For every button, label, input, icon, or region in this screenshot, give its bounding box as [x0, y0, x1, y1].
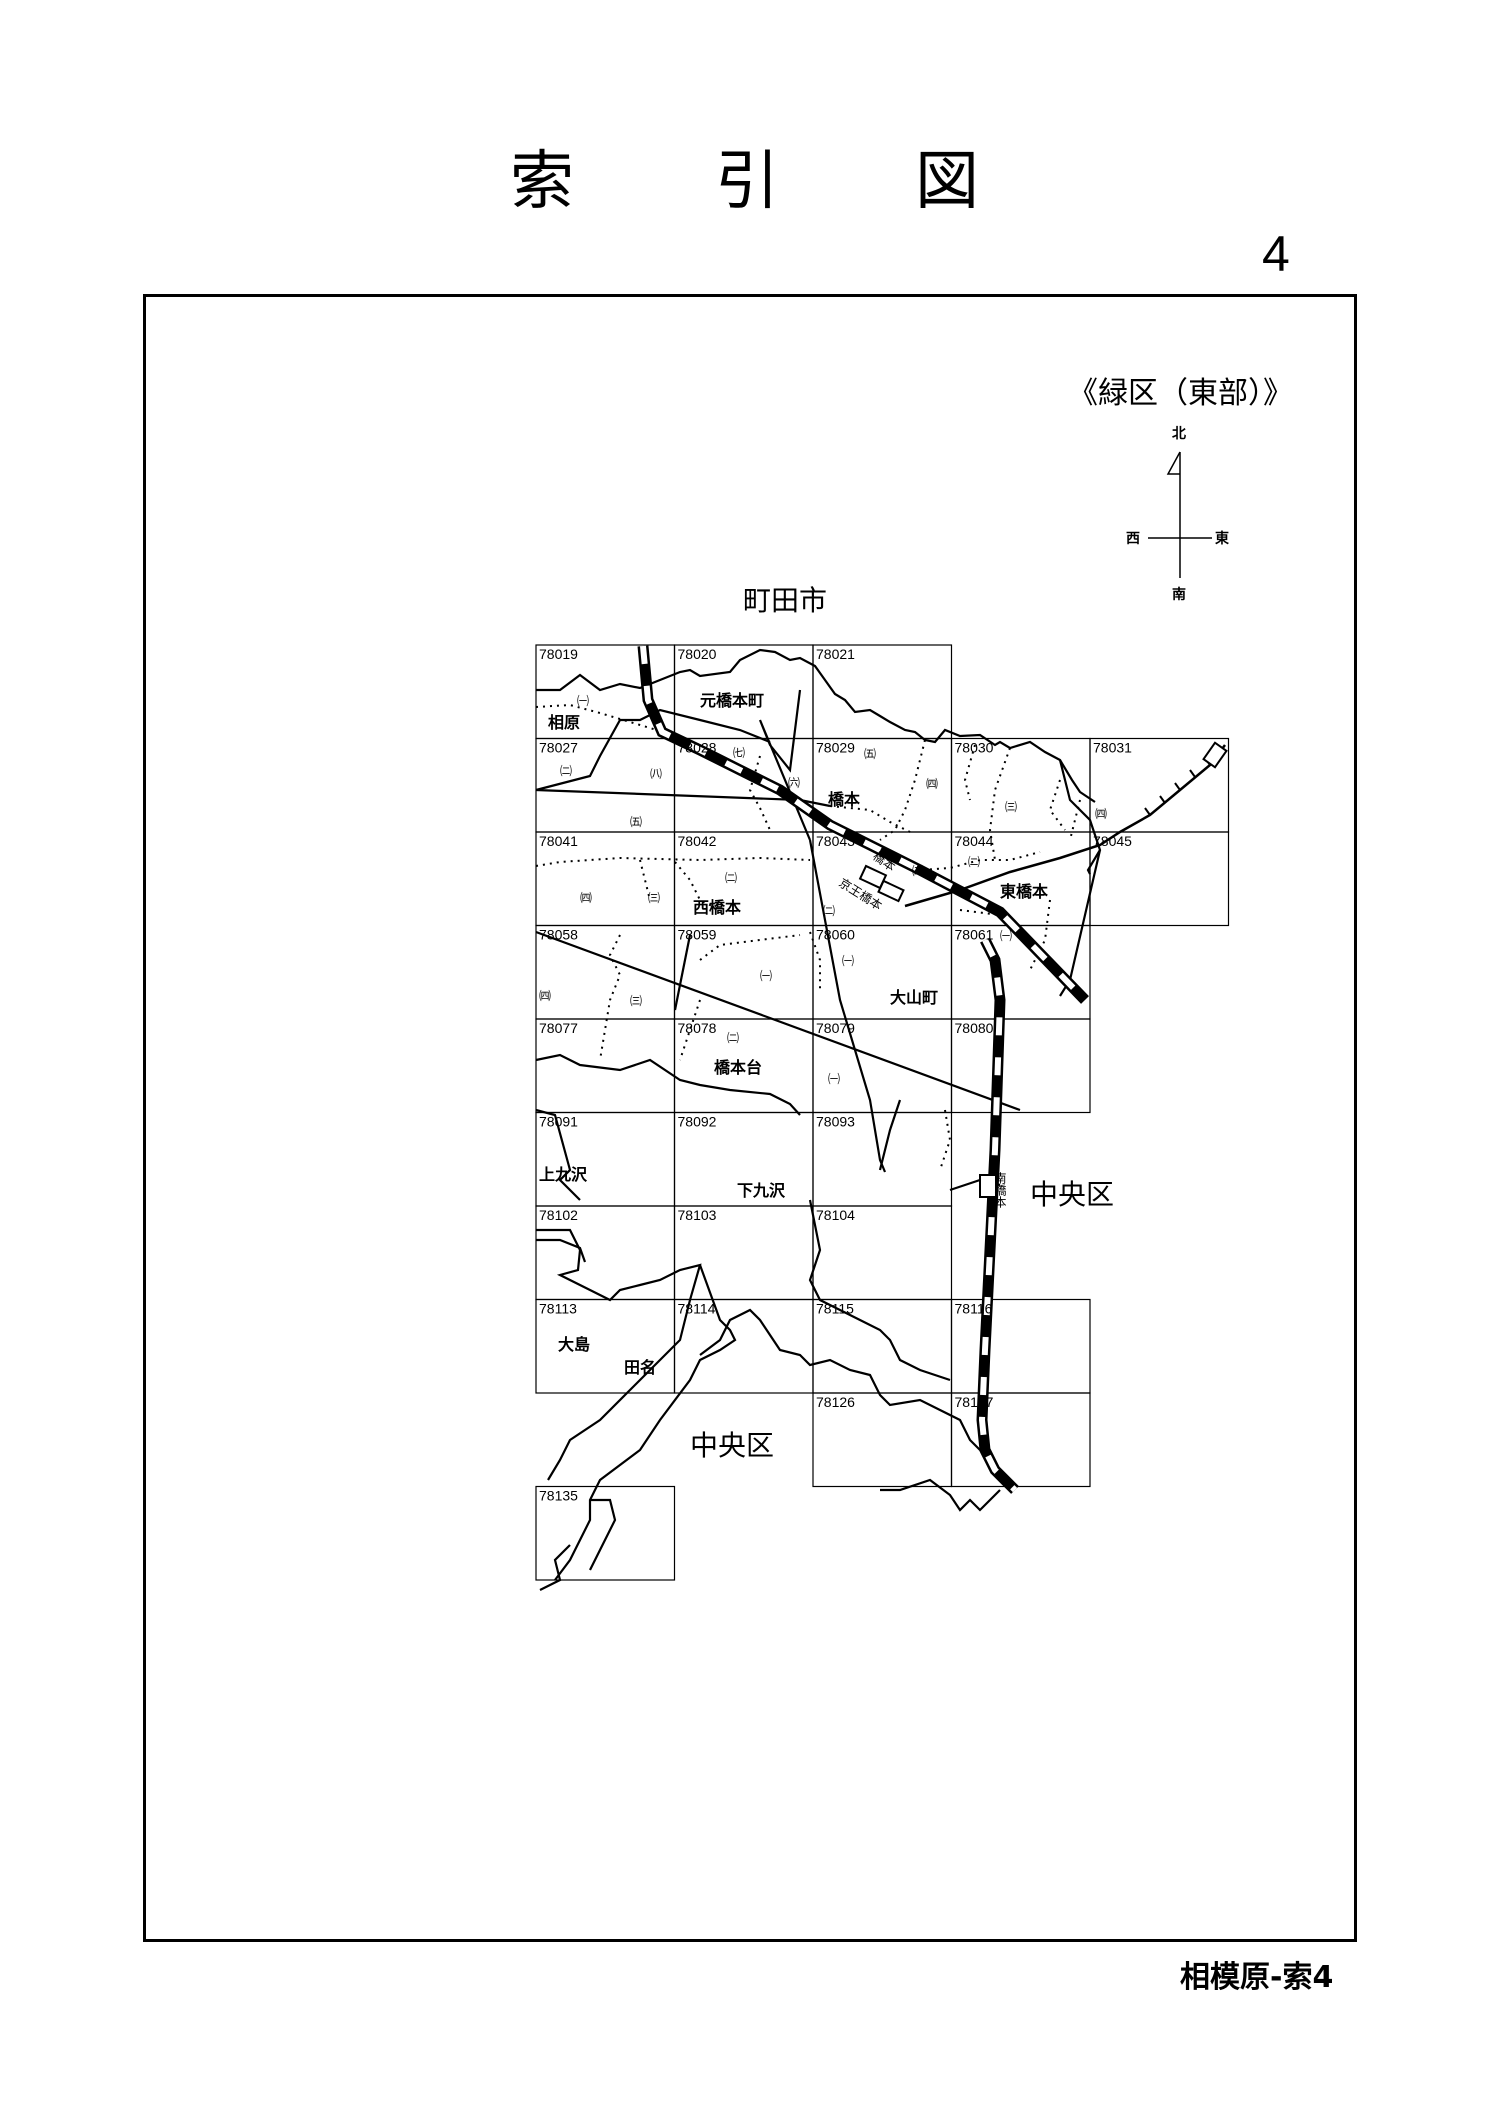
cell-code: 78127	[955, 1394, 994, 1410]
grid-cells	[535, 644, 1230, 1581]
railway-jr	[637, 645, 1089, 1494]
cell-code: 78080	[955, 1020, 994, 1036]
compass-east: 東	[1215, 530, 1229, 547]
cell-code: 78045	[1093, 833, 1132, 849]
grid-cell[interactable]	[535, 1485, 676, 1581]
cell-code: 78115	[816, 1301, 854, 1317]
cell-code: 78113	[539, 1301, 577, 1317]
chome-label: ㈣	[539, 989, 551, 1003]
cell-code: 78060	[816, 927, 855, 943]
cell-code: 78135	[539, 1488, 578, 1504]
label-higashihashimoto: 東橋本	[1000, 882, 1048, 901]
map-frame	[143, 294, 1357, 1942]
cell-code: 78030	[955, 740, 994, 756]
compass-west: 西	[1126, 531, 1140, 547]
cell-code: 78126	[816, 1394, 855, 1410]
railway-keio	[904, 744, 1226, 908]
chome-label: ㈡	[968, 855, 980, 869]
grid-cell[interactable]	[950, 1392, 1091, 1488]
chome-label: ㈦	[733, 746, 745, 760]
cell-code: 78061	[955, 927, 994, 943]
chome-label: ㈠	[828, 1072, 840, 1086]
chome-label: ㈠	[1000, 929, 1012, 943]
label-sagamihara: 相原	[548, 713, 580, 732]
chome-label: ㈣	[1095, 807, 1107, 821]
chome-label: ㈠	[760, 969, 772, 983]
chome-label: ㈡	[725, 871, 737, 885]
chome-label: ㈢	[648, 891, 660, 905]
cell-code: 78116	[955, 1301, 993, 1317]
label-chuo-east: 中央区	[1030, 1178, 1114, 1211]
cell-code: 78114	[678, 1301, 716, 1317]
cell-code: 78029	[816, 740, 855, 756]
cell-code: 78091	[539, 1114, 578, 1130]
compass-south: 南	[1172, 586, 1186, 603]
cell-code: 78092	[678, 1114, 717, 1130]
page-number: 4	[1262, 226, 1290, 282]
label-oshima: 大島	[558, 1335, 590, 1354]
cell-code: 78019	[539, 646, 578, 662]
chome-label: ㈧	[650, 767, 662, 781]
chome-label: ㈤	[864, 747, 876, 761]
label-kamikuzawa: 上九沢	[539, 1165, 588, 1184]
chome-label: ㈢	[630, 994, 642, 1008]
cell-code: 78078	[678, 1020, 717, 1036]
cell-code: 78027	[539, 740, 578, 756]
cell-code: 78077	[539, 1020, 578, 1036]
label-hashimotodai: 橋本台	[714, 1058, 762, 1077]
chome-label: ㈤	[630, 815, 642, 829]
chome-label: ㈡	[823, 904, 835, 918]
cell-code: 78102	[539, 1207, 578, 1223]
chome-label: ㈥	[788, 776, 800, 790]
cell-code: 78028	[678, 740, 717, 756]
label-nishihashimoto: 西橋本	[693, 898, 741, 917]
cell-code: 78103	[678, 1207, 717, 1223]
cell-code: 78059	[678, 927, 717, 943]
chome-label: ㈡	[560, 764, 572, 778]
chome-label: ㈢	[912, 864, 924, 878]
grid-cell[interactable]	[1089, 831, 1230, 927]
chome-label: ㈡	[727, 1031, 739, 1045]
cell-code: 78041	[539, 833, 578, 849]
chome-label: ㈠	[842, 954, 854, 968]
cell-code-labels: 78019 78020 78021 78027 78028 78029 78030 78031…	[539, 646, 1132, 1504]
label-machida: 町田市	[743, 584, 827, 617]
cell-code: 78042	[678, 833, 717, 849]
cell-code: 78020	[678, 646, 717, 662]
cell-code: 78093	[816, 1114, 855, 1130]
label-tana: 田名	[624, 1358, 656, 1377]
chome-label: ㈠	[577, 694, 589, 708]
compass-icon	[1148, 451, 1212, 578]
cell-code: 78044	[955, 833, 994, 849]
cell-code: 78031	[1093, 740, 1132, 756]
station-icons	[858, 741, 1228, 1198]
cell-code: 78043	[816, 833, 855, 849]
cell-code: 78104	[816, 1207, 855, 1223]
map-subtitle: 《緑区（東部）》	[1068, 376, 1293, 411]
boundary-lines	[535, 648, 1102, 1591]
cell-code: 78021	[816, 646, 855, 662]
label-station-minami: 南橋本	[993, 1171, 1007, 1209]
label-motohashimoto: 元橋本町	[700, 691, 764, 710]
grid-cell[interactable]	[950, 1018, 1091, 1114]
footer-label: 相模原-索4	[1180, 1960, 1334, 1995]
title-char-2: 引	[715, 145, 779, 219]
label-oyamacho: 大山町	[890, 988, 938, 1007]
label-hashimoto: 橋本	[828, 790, 860, 809]
title-char-1: 索	[510, 145, 574, 219]
chome-label: ㈣	[926, 777, 938, 791]
title-char-3: 図	[915, 145, 979, 219]
cell-code: 78079	[816, 1020, 855, 1036]
label-shimokuzawa: 下九沢	[737, 1181, 786, 1200]
chome-label: ㈣	[580, 891, 592, 905]
label-chuo-south: 中央区	[690, 1429, 774, 1462]
compass-north: 北	[1172, 426, 1186, 442]
cell-code: 78058	[539, 927, 578, 943]
chome-label: ㈢	[1005, 800, 1017, 814]
